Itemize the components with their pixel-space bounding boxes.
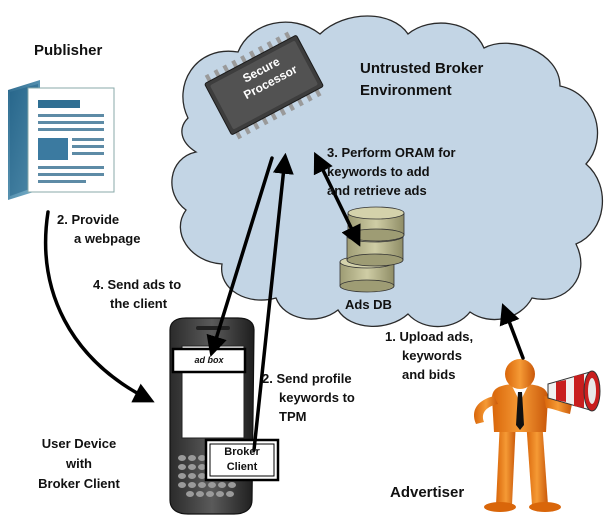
ads-db-label: Ads DB	[345, 297, 392, 312]
step2-webpage-label: 2. Provide a webpage	[57, 210, 140, 248]
step4-line: 4. Send ads to	[93, 277, 182, 292]
broker-client-box: Broker Client	[210, 445, 274, 475]
publisher-label: Publisher	[34, 42, 103, 59]
arrow-send-ads	[206, 156, 274, 358]
step3-line: and retrieve ads	[327, 183, 427, 198]
step1-line: keywords	[402, 348, 462, 363]
arrow-send-profile	[252, 152, 294, 452]
user-device-label: User Device with Broker Client	[20, 434, 138, 494]
step2-webpage-line: 2. Provide	[57, 212, 120, 227]
user-device-line: User Device	[41, 436, 117, 451]
broker-client-line: Broker	[224, 446, 260, 458]
database-icon	[339, 206, 405, 293]
advertiser-label: Advertiser	[390, 484, 465, 501]
user-device-line: Broker Client	[38, 476, 120, 491]
step1-line: 1. Upload ads,	[385, 329, 474, 344]
arrow-provide-webpage	[43, 210, 155, 403]
webpage-document-icon	[8, 80, 115, 200]
step2-profile-line: 2. Send profile	[262, 371, 352, 386]
cloud-title-line: Untrusted Broker	[360, 60, 484, 77]
step3-label: 3. Perform ORAM for keywords to add and …	[327, 143, 456, 200]
broker-client-line: Client	[226, 461, 258, 473]
person-megaphone-icon	[474, 359, 601, 512]
step3-line: keywords to add	[327, 164, 430, 179]
step4-label: 4. Send ads to the client	[93, 275, 181, 313]
step2-webpage-line: a webpage	[74, 231, 141, 246]
ad-box-label: ad box	[194, 355, 224, 365]
cloud-title-line: Environment	[360, 82, 452, 99]
step1-line: and bids	[402, 367, 456, 382]
arrow-upload-ads	[499, 303, 525, 360]
step4-line: the client	[110, 296, 168, 311]
arrow-oram	[313, 151, 361, 247]
step2-profile-line: keywords to	[279, 390, 355, 405]
step1-label: 1. Upload ads, keywords and bids	[385, 327, 473, 384]
cloud-title: Untrusted Broker Environment	[360, 58, 483, 102]
step2-profile-label: 2. Send profile keywords to TPM	[262, 369, 355, 426]
step2-profile-line: TPM	[279, 409, 307, 424]
smartphone-icon	[169, 317, 280, 515]
user-device-line: with	[66, 456, 92, 471]
chip-icon	[204, 31, 324, 140]
step3-line: 3. Perform ORAM for	[327, 145, 456, 160]
